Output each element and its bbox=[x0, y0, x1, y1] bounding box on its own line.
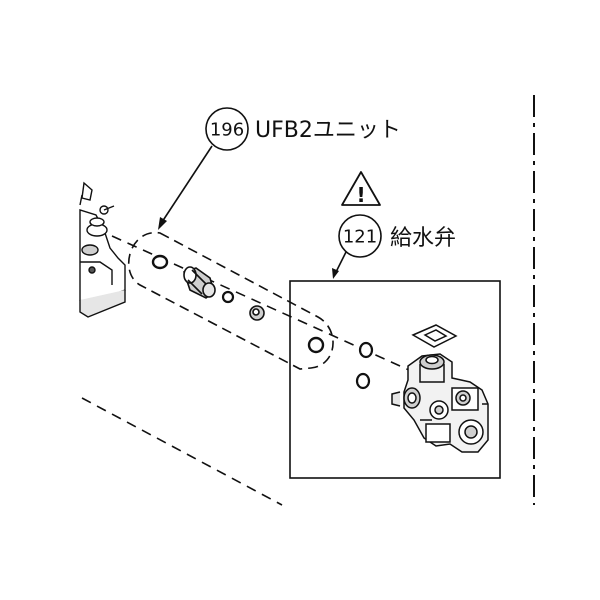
ufb2-unit-outline bbox=[127, 231, 334, 370]
warning-triangle-icon: ! bbox=[341, 171, 381, 207]
callout-number-circle bbox=[205, 107, 249, 151]
callout-label: UFB2ユニット bbox=[255, 118, 401, 143]
ufb2-parts bbox=[151, 254, 325, 354]
guide-line-lower bbox=[81, 397, 283, 506]
water-valve-parts bbox=[355, 324, 489, 453]
callout-number-circle bbox=[338, 214, 382, 258]
callout-number: 121 bbox=[343, 227, 377, 248]
gasket-plate bbox=[411, 324, 458, 348]
o-ring-3 bbox=[307, 336, 325, 354]
o-ring-4 bbox=[358, 341, 374, 359]
ufb-base-unit bbox=[79, 181, 126, 318]
nozzle-part bbox=[182, 266, 216, 299]
callout-label: 給水弁 bbox=[390, 226, 456, 251]
water-valve-body bbox=[391, 353, 489, 453]
water-valve-box bbox=[289, 280, 501, 479]
callout-number: 196 bbox=[210, 120, 244, 141]
small-nut bbox=[249, 305, 265, 321]
leader-arrow-196 bbox=[158, 145, 213, 230]
o-ring-5 bbox=[355, 372, 371, 390]
o-ring-1 bbox=[151, 254, 169, 270]
callout-121[interactable]: 121 給水弁 bbox=[338, 214, 456, 258]
o-ring-2 bbox=[221, 290, 235, 304]
leader-arrow-121 bbox=[332, 251, 347, 279]
callout-196[interactable]: 196 UFB2ユニット bbox=[205, 107, 401, 151]
warning-symbol: ! bbox=[356, 183, 365, 207]
